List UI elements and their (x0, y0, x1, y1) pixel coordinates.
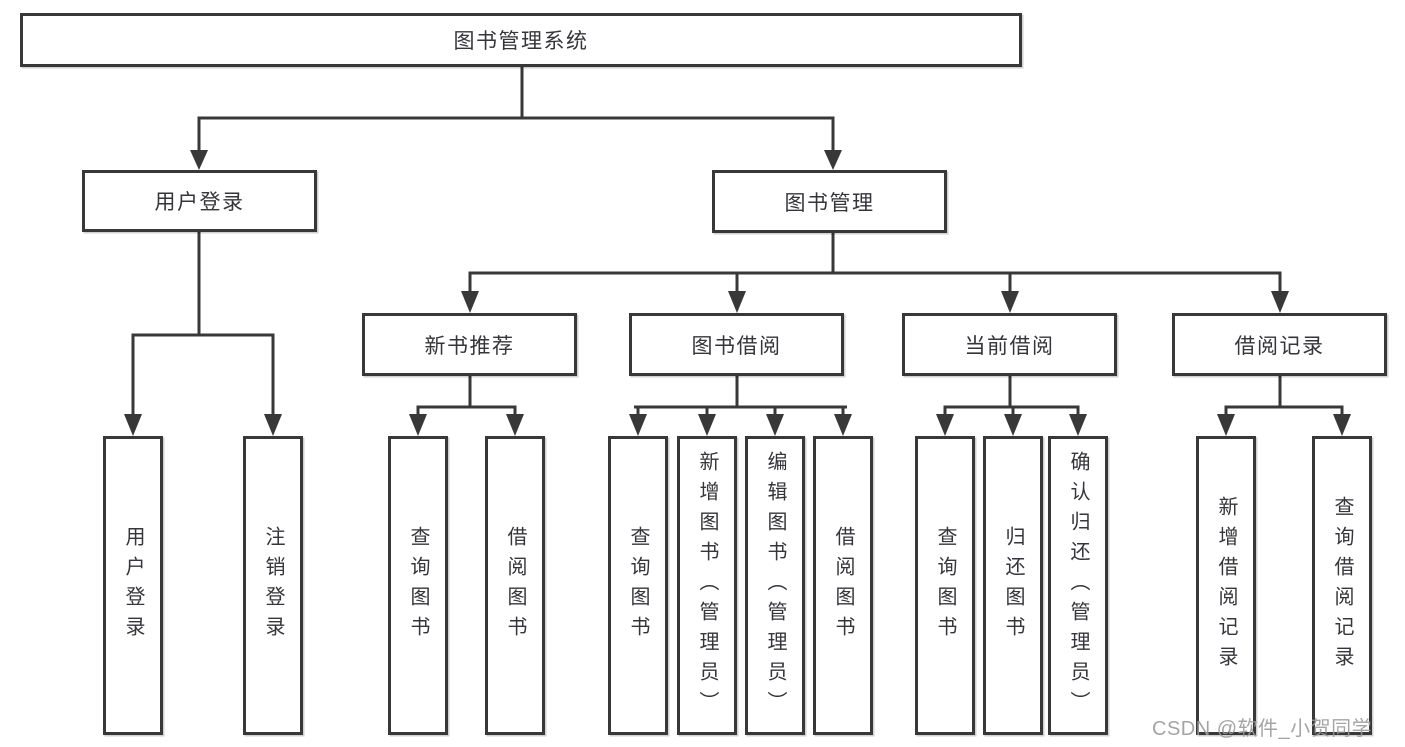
node-book-management: 图书管理 (712, 170, 947, 233)
node-root: 图书管理系统 (20, 13, 1022, 67)
watermark: CSDN @软件_小贺同学 (1152, 718, 1373, 740)
leaf-add-borrow-record: 新增借阅记录 (1196, 436, 1256, 735)
leaf-query-books-current: 查询图书 (915, 436, 975, 735)
leaf-logout: 注销登录 (243, 436, 303, 735)
node-current-borrow: 当前借阅 (902, 313, 1117, 376)
node-new-book-recommend: 新书推荐 (362, 313, 577, 376)
leaf-confirm-return-admin: 确认归还（管理员） (1048, 436, 1108, 735)
node-user-login: 用户登录 (82, 170, 317, 232)
leaf-query-books-borrow: 查询图书 (608, 436, 668, 735)
leaf-add-books-admin: 新增图书（管理员） (677, 436, 737, 735)
node-borrow-records: 借阅记录 (1172, 313, 1387, 376)
leaf-query-books-recommend: 查询图书 (388, 436, 448, 735)
leaf-borrow-books-recommend: 借阅图书 (485, 436, 545, 735)
node-book-borrow: 图书借阅 (629, 313, 844, 376)
leaf-user-login: 用户登录 (103, 436, 163, 735)
leaf-edit-books-admin: 编辑图书（管理员） (745, 436, 805, 735)
leaf-query-borrow-record: 查询借阅记录 (1312, 436, 1372, 735)
leaf-borrow-books: 借阅图书 (813, 436, 873, 735)
leaf-return-books: 归还图书 (983, 436, 1043, 735)
arrowhead-icons (124, 150, 1351, 436)
